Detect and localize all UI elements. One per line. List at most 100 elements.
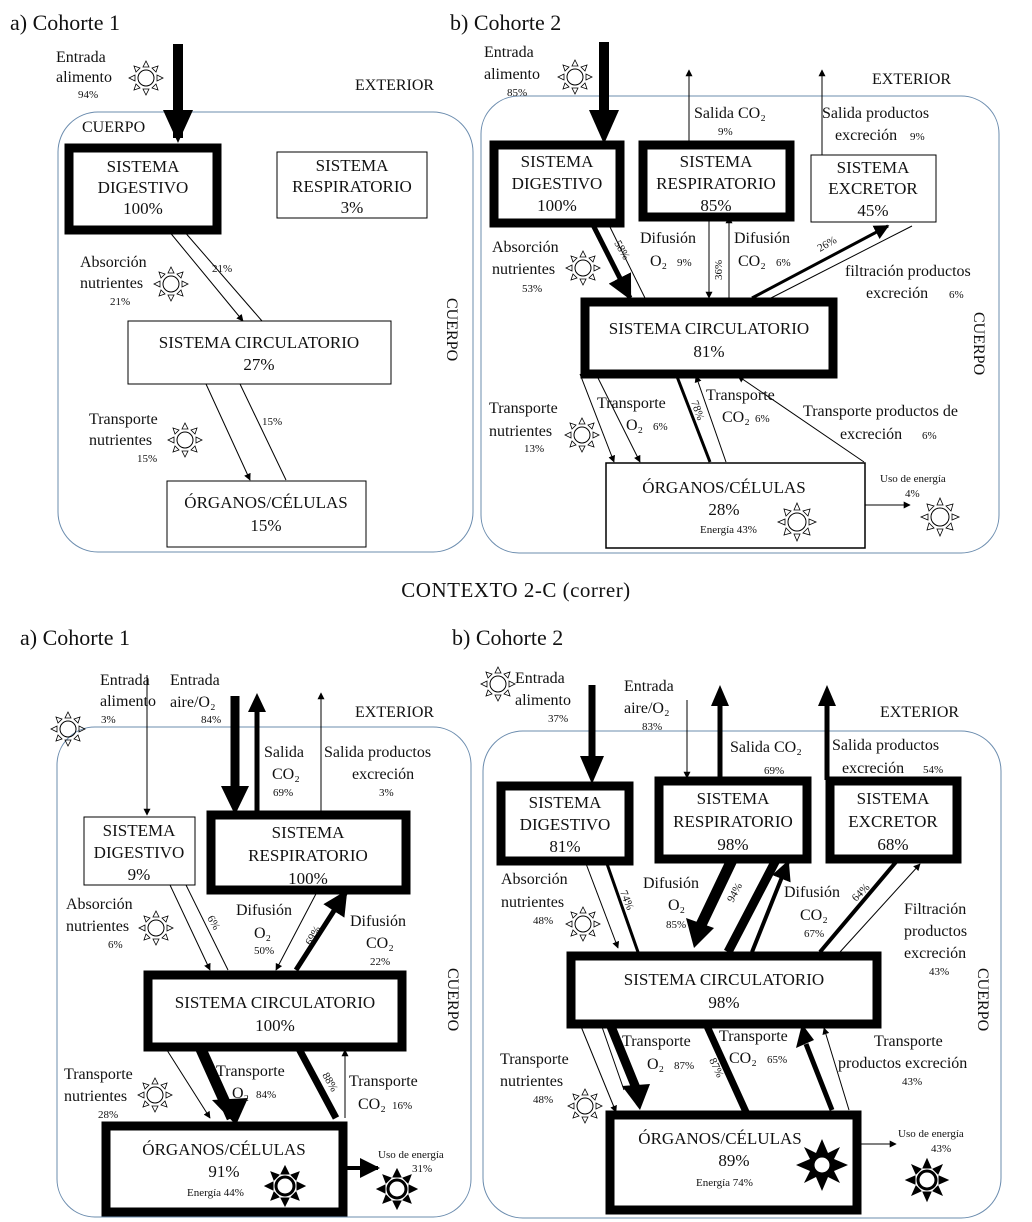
box-sistema-circulatorio bbox=[127, 320, 392, 385]
transporte-pct: 16% bbox=[392, 1100, 412, 1112]
sun-icon bbox=[776, 501, 818, 543]
transporte-co2-arrow bbox=[694, 375, 727, 463]
box-label: SISTEMA bbox=[837, 158, 910, 177]
transporte-label: O₂ bbox=[647, 1056, 664, 1073]
sun-icon bbox=[557, 59, 593, 95]
arrowhead bbox=[212, 1098, 248, 1125]
salida-excrecion-pct: 9% bbox=[910, 131, 925, 143]
body-outline bbox=[480, 95, 1000, 554]
absorcion-arrow bbox=[169, 884, 211, 971]
box-sistema-digestivo bbox=[489, 140, 625, 228]
box-value: 68% bbox=[877, 835, 908, 854]
box-value: 81% bbox=[549, 837, 580, 856]
entrada-label: Entrada bbox=[484, 44, 534, 61]
transporte-thick-line bbox=[674, 373, 712, 463]
context-title: CONTEXTO 2-C (correr) bbox=[401, 578, 630, 602]
uso-energia-label: Uso de energía bbox=[898, 1128, 964, 1140]
box-label: SISTEMA bbox=[521, 152, 594, 171]
absorcion-arrow bbox=[167, 229, 244, 322]
transporte-nutrientes-arrow bbox=[579, 373, 615, 463]
entrada-aire-pct: 83% bbox=[642, 721, 662, 733]
box-sistema-excretor bbox=[825, 776, 962, 864]
arrowhead bbox=[711, 685, 729, 706]
transporte-label: CO₂ bbox=[358, 1096, 386, 1113]
box-value: 27% bbox=[243, 355, 274, 374]
absorcion-label: nutrientes bbox=[492, 261, 555, 278]
box-label: DIGESTIVO bbox=[98, 178, 189, 197]
entrada-aire-label: Entrada bbox=[624, 678, 674, 695]
arrowhead bbox=[818, 685, 836, 706]
box-sistema-circulatorio bbox=[580, 297, 838, 379]
absorcion-label: Absorción bbox=[492, 239, 559, 256]
exterior-label: EXTERIOR bbox=[880, 704, 959, 721]
sun-icon bbox=[567, 1088, 603, 1124]
sun-icon bbox=[375, 1167, 419, 1211]
box-label: SISTEMA CIRCULATORIO bbox=[624, 970, 824, 989]
salida-excrecion-label: Salida productos bbox=[822, 105, 929, 122]
box-label: SISTEMA bbox=[107, 157, 180, 176]
sun-icon bbox=[138, 910, 174, 946]
filtracion-arrow bbox=[839, 863, 921, 953]
transporte-label: O₂ bbox=[232, 1085, 249, 1102]
salida-co2-label: CO₂ bbox=[272, 766, 300, 783]
entrada-pct: 85% bbox=[507, 87, 527, 99]
absorcion-label: Absorción bbox=[501, 871, 568, 888]
panel-top-left: a) Cohorte 1 EXTERIOR CUERPO CUERPO Entr… bbox=[10, 10, 474, 553]
arrow-tag: 64% bbox=[850, 881, 873, 904]
transporte-pct: 65% bbox=[767, 1054, 787, 1066]
transporte-label: productos excreción bbox=[838, 1055, 967, 1072]
sun-icon bbox=[137, 1077, 173, 1113]
entrada-label: alimento bbox=[515, 692, 571, 709]
arrow-tag: 36% bbox=[713, 260, 725, 280]
box-label: ÓRGANOS/CÉLULAS bbox=[638, 1129, 801, 1148]
entrada-pct: 37% bbox=[548, 713, 568, 725]
salida-excrecion-pct: 54% bbox=[923, 764, 943, 776]
box-sistema-circulatorio bbox=[566, 951, 882, 1029]
transporte-excrecion-arrow bbox=[822, 1027, 850, 1111]
box-label: DIGESTIVO bbox=[512, 174, 603, 193]
entrada-label-2: alimento bbox=[56, 69, 112, 86]
transporte-pct: 48% bbox=[533, 1094, 553, 1106]
box-sistema-excretor bbox=[810, 154, 937, 223]
box-label: SISTEMA bbox=[697, 789, 770, 808]
difusion-label: O₂ bbox=[668, 897, 685, 914]
transporte-line bbox=[600, 1023, 625, 1091]
box-label: SISTEMA CIRCULATORIO bbox=[609, 319, 809, 338]
transporte-pct: 15% bbox=[137, 453, 157, 465]
absorcion-arrow-2 bbox=[607, 222, 646, 299]
transporte-label: Transporte bbox=[500, 1051, 569, 1068]
box-label: RESPIRATORIO bbox=[248, 846, 368, 865]
transporte-label: excreción bbox=[840, 426, 902, 443]
salida-co2-label: Salida CO₂ bbox=[730, 739, 802, 756]
transporte-label: Transporte bbox=[706, 387, 775, 404]
entrada-label: Entrada bbox=[515, 670, 565, 687]
box-label: SISTEMA CIRCULATORIO bbox=[159, 333, 359, 352]
box-value: 81% bbox=[693, 342, 724, 361]
panel-title: b) Cohorte 2 bbox=[450, 10, 561, 35]
transporte-label: Transporte bbox=[349, 1073, 418, 1090]
box-sistema-respiratorio bbox=[206, 810, 411, 895]
box-label: SISTEMA bbox=[529, 793, 602, 812]
box-label: SISTEMA bbox=[272, 823, 345, 842]
salida-excrecion-label: excreción bbox=[835, 127, 897, 144]
body-outline bbox=[56, 726, 472, 1218]
uso-energia-label: Uso de energía bbox=[378, 1149, 444, 1161]
cuerpo-side-label: CUERPO bbox=[970, 312, 987, 375]
absorcion-arrow bbox=[589, 221, 633, 301]
arrowhead bbox=[221, 786, 249, 815]
sun-icon bbox=[167, 422, 203, 458]
box-sistema-digestivo bbox=[83, 816, 196, 886]
difusion-label: CO₂ bbox=[800, 907, 828, 924]
difusion-label: Difusión bbox=[236, 902, 292, 919]
difusion-label: Difusión bbox=[640, 230, 696, 247]
box-label: SISTEMA CIRCULATORIO bbox=[175, 993, 375, 1012]
box-value: 91% bbox=[208, 1162, 239, 1181]
arrowhead bbox=[796, 1024, 814, 1048]
box-value: 45% bbox=[857, 201, 888, 220]
absorcion-label: Absorción bbox=[80, 254, 147, 271]
sun-icon bbox=[565, 250, 601, 286]
entrada-label-1: Entrada bbox=[56, 49, 106, 66]
transporte-label: nutrientes bbox=[500, 1073, 563, 1090]
absorcion-arrow-2 bbox=[182, 229, 263, 322]
arrowhead bbox=[589, 110, 619, 144]
